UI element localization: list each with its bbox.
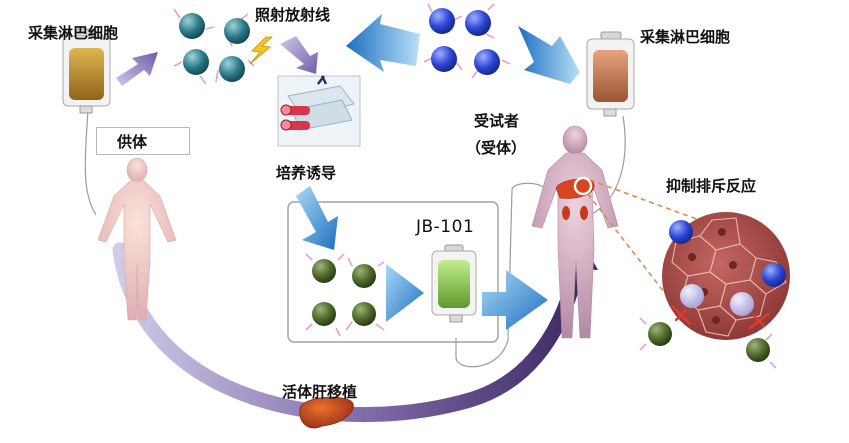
recipient-collection-label: 采集淋巴细胞 (640, 28, 731, 46)
transplant-arrow (112, 242, 586, 422)
donor-to-cells-arrow (116, 52, 158, 86)
suppress-rejection-label: 抑制排斥反应 (666, 177, 757, 195)
kidney-icon (562, 206, 588, 220)
donor-cells (173, 8, 255, 85)
liver-icon (299, 396, 354, 429)
living-liver-transplant-label: 活体肝移植 (282, 383, 358, 401)
recipient-blood-bag (586, 31, 635, 117)
product-name-label: JB-101 (416, 217, 475, 237)
recipient-body-icon (531, 125, 619, 339)
recipient-label: 受试者 (474, 112, 520, 130)
irradiation-label: 照射放射线 (255, 6, 331, 24)
donor-collection-label: 采集淋巴细胞 (28, 24, 119, 42)
zoom-lines (587, 179, 711, 293)
culture-entry-arrow (296, 186, 338, 250)
recipient-paren-label: （受体） (466, 139, 527, 157)
liver-tissue-magnified (662, 212, 790, 340)
culture-induction-label: 培养诱导 (276, 164, 337, 182)
suppressing-treg-cells (639, 317, 777, 369)
lightning-icon (249, 36, 274, 65)
recipient-cells (423, 3, 511, 79)
irradiation-arrow (280, 36, 318, 74)
culture-to-product-arrow (386, 264, 424, 322)
irradiation-apparatus-icon (277, 75, 361, 147)
donor-body-icon (97, 157, 177, 321)
jb101-blood-bag (431, 244, 477, 323)
product-to-recipient-arrow (482, 270, 548, 330)
bag-to-cells-arrow (518, 26, 580, 84)
graft-focus-circle (573, 176, 593, 196)
treg-cells (305, 253, 385, 337)
culture-process-box (287, 201, 499, 343)
donor-blood-bag (62, 28, 111, 114)
cells-to-irradiation-arrow (346, 14, 420, 72)
donor-label: 供体 (96, 127, 190, 155)
inhibition-marks (670, 304, 770, 330)
iv-tubing (84, 107, 626, 368)
